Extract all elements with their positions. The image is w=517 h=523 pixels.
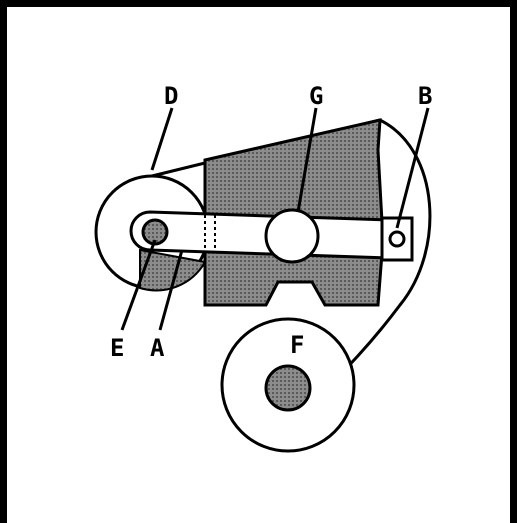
bracket-b-hole xyxy=(388,230,406,248)
leader-g xyxy=(296,107,318,213)
pulley-d-shaded-sector xyxy=(139,248,207,292)
leader-b xyxy=(395,107,430,229)
pulley-f-hub xyxy=(264,364,312,412)
label-e: E xyxy=(110,334,124,362)
leader-e xyxy=(120,239,157,331)
label-g: G xyxy=(309,82,323,110)
label-a: A xyxy=(150,334,165,362)
roller-g xyxy=(264,208,320,264)
label-d: D xyxy=(164,82,178,110)
label-b: B xyxy=(418,82,432,110)
leader-a xyxy=(158,249,184,331)
leader-d xyxy=(150,107,174,171)
arm-a xyxy=(129,210,392,260)
label-f: F xyxy=(290,331,304,359)
